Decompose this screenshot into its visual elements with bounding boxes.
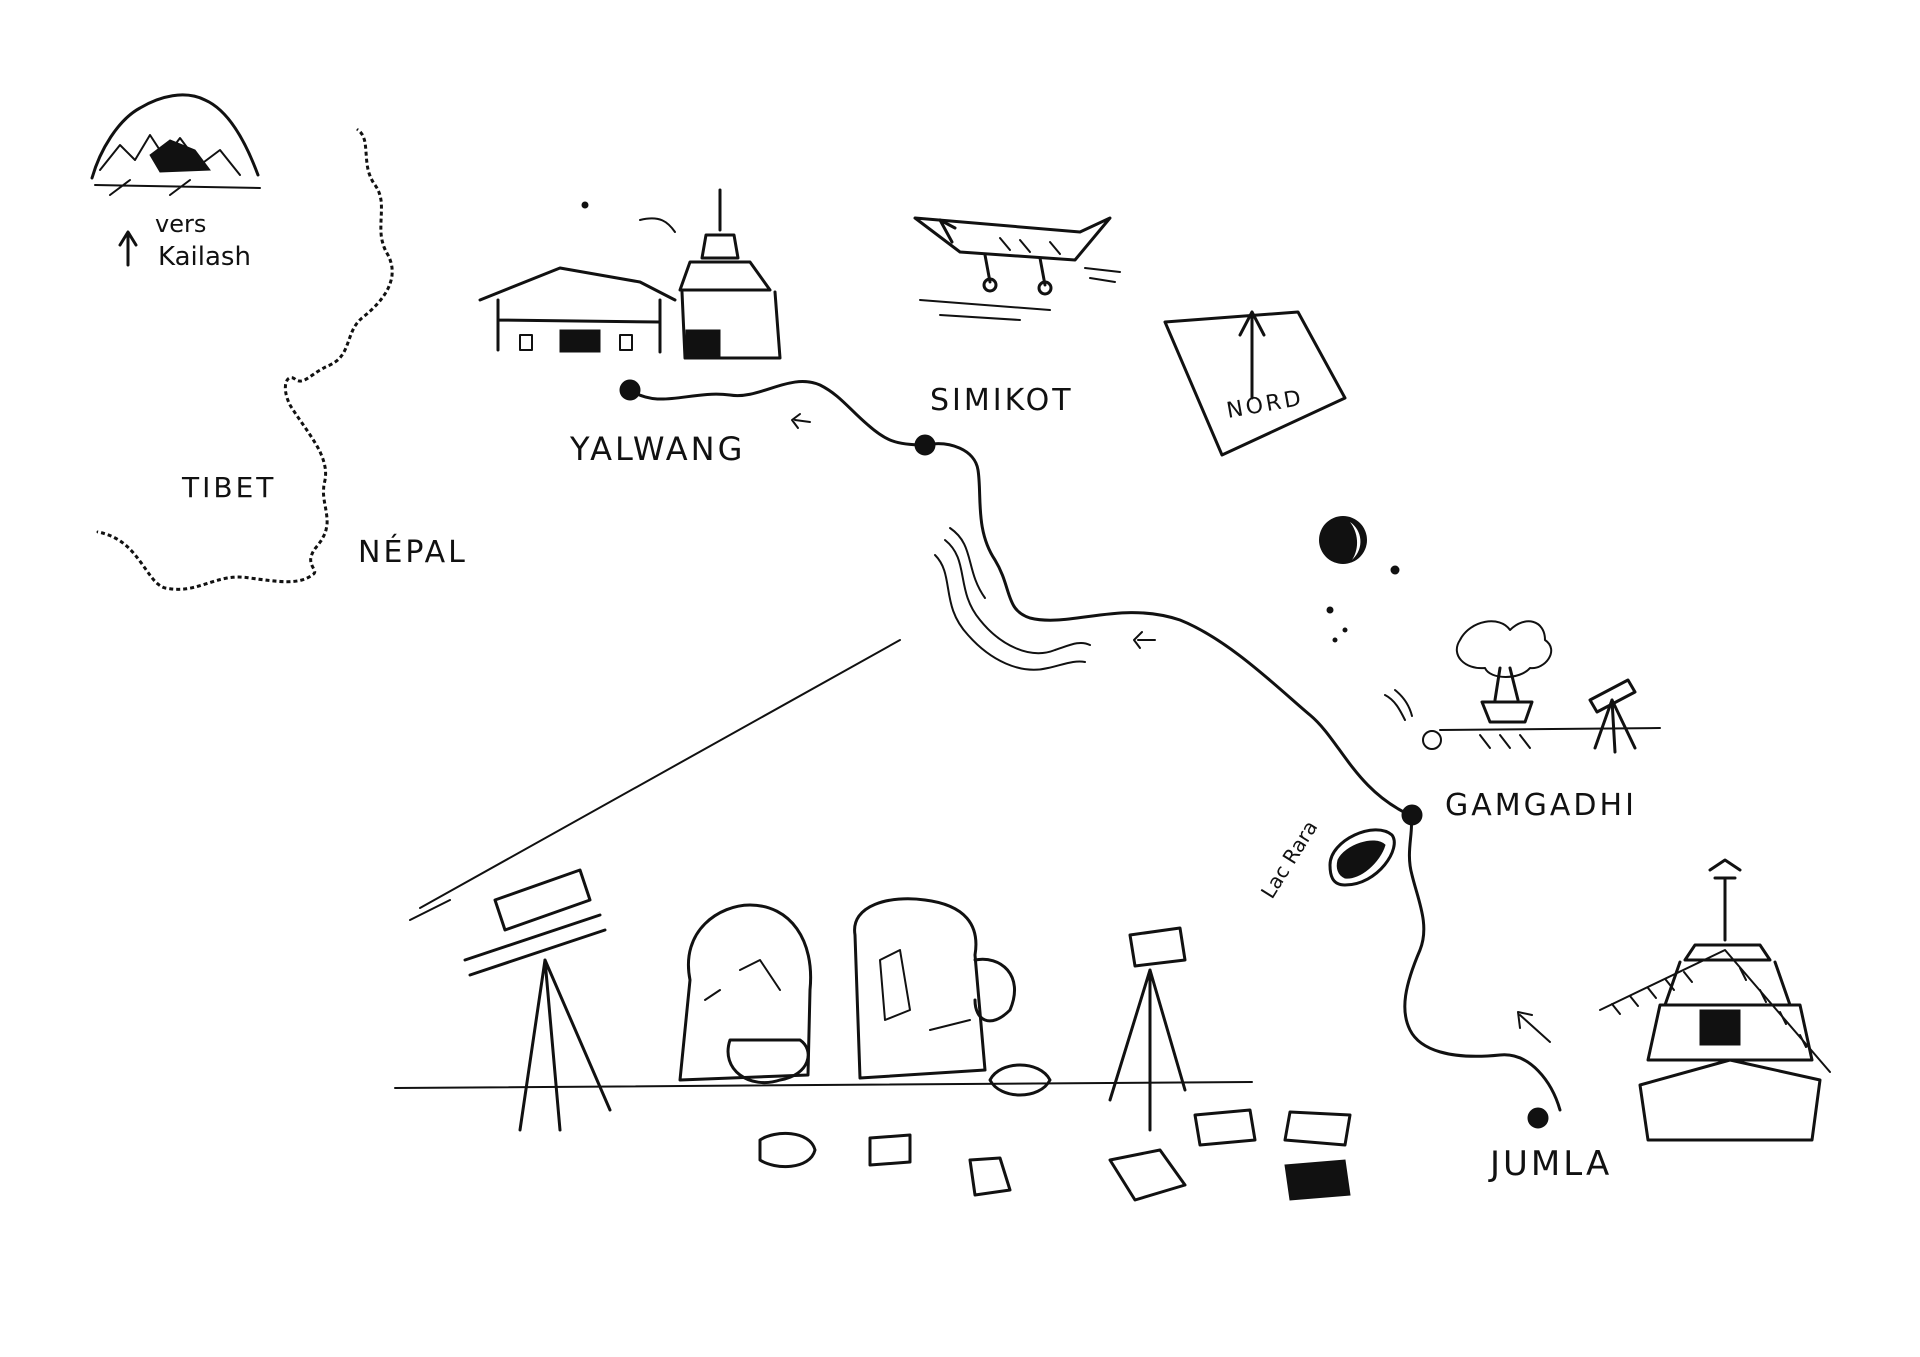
camping-gear-icon [394,639,1352,1202]
label-yalwang: YALWANG [569,430,745,468]
stupa-prayer-flags-icon [1599,858,1831,1142]
label-gamgadhi: GAMGADHI [1445,788,1637,823]
direction-arrow-icon [1133,631,1156,649]
waypoint-gamgadhi [1401,804,1423,826]
moon-icon [1319,516,1400,643]
telescope-icon [1588,678,1637,754]
label-simikot: SIMIKOT [930,383,1074,418]
arrow-vers-kailash-icon [118,230,138,267]
label-nord: NORD [1225,386,1306,424]
waypoint-simikot [914,434,936,456]
north-arrow-icon [1163,310,1347,457]
waypoint-yalwang [619,379,641,401]
trek-route [619,379,1562,1129]
waypoint-jumla [1527,1107,1549,1129]
airplane-icon [913,216,1121,321]
label-kailash: Kailash [158,242,251,272]
lake-icon [1328,828,1396,887]
direction-arrow-icon [791,413,811,429]
direction-arrow-icon [1517,1011,1551,1043]
label-lac-rara: Lac Rara [1256,816,1322,902]
border-line [96,127,395,592]
label-jumla: JUMLA [1488,1144,1612,1184]
mountain-sketch-icon [90,93,261,196]
river-icon [934,527,1091,671]
monastery-stupa-icon [478,188,782,360]
label-vers: vers [155,210,206,238]
label-nepal: NÉPAL [358,534,468,570]
label-tibet: TIBET [181,471,276,504]
bonsai-tree-icon [1384,620,1661,750]
